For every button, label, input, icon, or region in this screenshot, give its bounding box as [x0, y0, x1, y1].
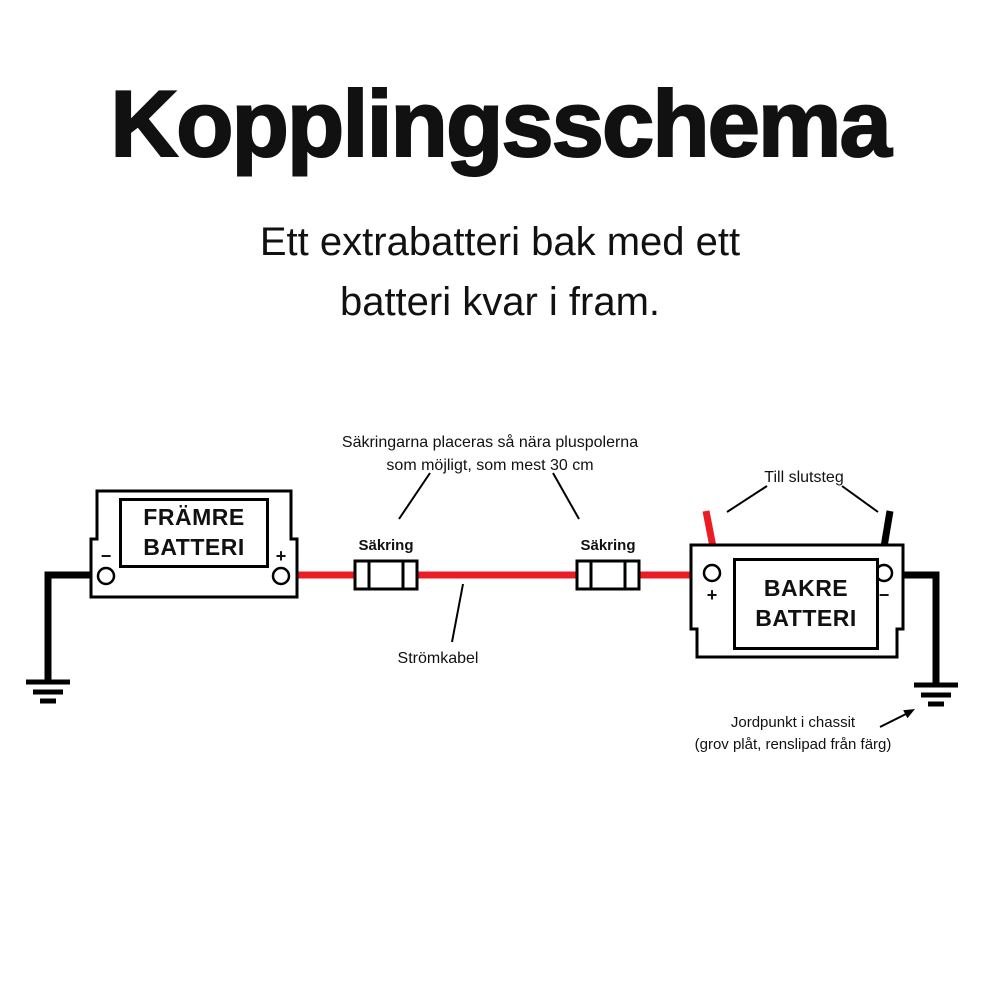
front-battery-pos-terminal — [271, 566, 291, 586]
page-title: Kopplingsschema — [109, 70, 893, 177]
ground-note-line: Jordpunkt i chassit — [730, 714, 856, 731]
page-subtitle: Ett extrabatteri bak med ett batteri kva… — [0, 212, 1000, 332]
front-battery-neg-sign: − — [100, 546, 112, 566]
rear-battery-name-line: BAKRE — [763, 575, 849, 602]
front-battery-pos-sign: + — [275, 546, 287, 566]
fuse-placement-note: Säkringarna placeras så nära pluspolerna… — [290, 431, 690, 477]
fuse-note-line: som möjligt, som mest 30 cm — [386, 457, 594, 475]
amp-note: Till slutsteg — [764, 469, 844, 486]
front-battery-neg-terminal — [96, 566, 116, 586]
rear-ground-wire — [903, 571, 940, 684]
fuse-note-pointer-right — [552, 472, 580, 520]
rear-battery-pos-terminal — [702, 563, 722, 583]
fuse-body — [353, 559, 419, 591]
ground-note-line: (grov plåt, renslipad från färg) — [694, 735, 892, 753]
amp-wire-negative — [880, 510, 894, 548]
amp-wire-positive — [702, 510, 717, 548]
rear-battery-pos-sign: + — [706, 585, 718, 605]
front-battery-name-line: FRÄMRE — [143, 504, 245, 531]
rear-ground-symbol — [914, 682, 958, 707]
subtitle-line: Ett extrabatteri bak med ett — [259, 220, 741, 264]
ground-pointer-arrowhead — [903, 709, 915, 719]
cable-label: Strömkabel — [397, 650, 479, 667]
fuse-1-label: Säkring — [358, 537, 414, 554]
rear-battery-neg-sign: − — [878, 585, 890, 605]
subtitle-line: batteri kvar i fram. — [339, 280, 661, 324]
cable-pointer — [451, 583, 464, 643]
amp-pointer-right — [841, 485, 879, 513]
front-ground-symbol — [26, 679, 70, 704]
fuse-body — [575, 559, 641, 591]
amp-pointer-left — [726, 485, 768, 513]
fuse-note-line: Säkringarna placeras så nära pluspolerna — [341, 434, 639, 451]
front-ground-wire — [44, 571, 91, 681]
rear-battery-name-line: BATTERI — [755, 605, 857, 631]
front-battery-label: FRÄMRE BATTERI — [119, 498, 269, 568]
front-battery-name-line: BATTERI — [143, 534, 245, 560]
rear-battery-label: BAKRE BATTERI — [733, 558, 879, 650]
fuse-2 — [575, 559, 641, 591]
fuse-1 — [353, 559, 419, 591]
fuse-note-pointer-left — [398, 472, 431, 520]
ground-pointer — [879, 713, 907, 728]
fuse-2-label: Säkring — [580, 537, 636, 554]
ground-note: Jordpunkt i chassit (grov plåt, renslipa… — [640, 712, 946, 756]
